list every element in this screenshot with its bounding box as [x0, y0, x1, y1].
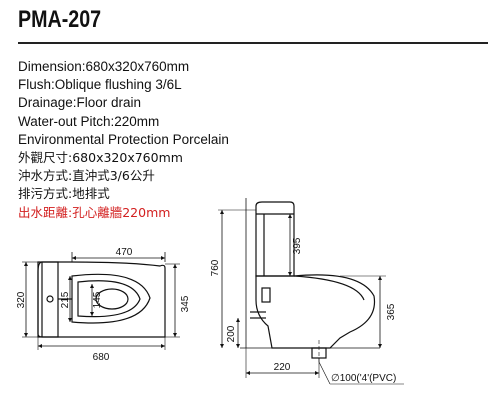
dim-label-outer-depth: 345: [180, 295, 191, 312]
spec-dimension: Dimension:680x320x760mm: [18, 59, 190, 74]
callout-outlet-pipe: ∅100('4'(PVC): [331, 373, 396, 384]
dim-label-top-depth: 320: [16, 291, 27, 308]
top-view-drawing: [37, 261, 166, 338]
dim-label-bowl-depth: 215: [60, 291, 71, 308]
dim-label-seat-depth: 145: [92, 291, 103, 308]
side-view-drawing: [240, 198, 380, 364]
spec-list: Dimension:680x320x760mm Flush:Oblique fl…: [18, 58, 229, 222]
dim-label-top-width: 470: [116, 247, 133, 258]
callout-leader: [318, 361, 331, 385]
spec-outlet-distance-zh: 出水距離:孔心離牆220mm: [18, 204, 171, 220]
model-title: PMA-207: [18, 6, 102, 33]
dim-label-side-height: 365: [386, 303, 397, 320]
dim-label-tank-height: 395: [292, 237, 303, 254]
spec-material: Environmental Protection Porcelain: [18, 131, 229, 147]
dim-label-overall-length: 680: [93, 352, 110, 363]
spec-water-out-pitch: Water-out Pitch:220mm: [18, 113, 160, 129]
spec-flush-zh: 沖水方式:直沖式3/6公升: [18, 168, 155, 184]
spec-dimension-zh: 外觀尺寸:680x320x760mm: [18, 149, 183, 165]
dim-label-outlet-pitch: 220: [274, 362, 291, 373]
spec-drainage: Drainage:Floor drain: [18, 95, 142, 111]
spec-flush: Flush:Oblique flushing 3/6L: [18, 77, 182, 93]
spec-drainage-zh: 排污方式:地排式: [18, 186, 110, 202]
title-divider: [18, 42, 488, 44]
dim-label-overall-height: 760: [210, 259, 221, 276]
dim-label-inlet-height: 200: [226, 325, 237, 342]
